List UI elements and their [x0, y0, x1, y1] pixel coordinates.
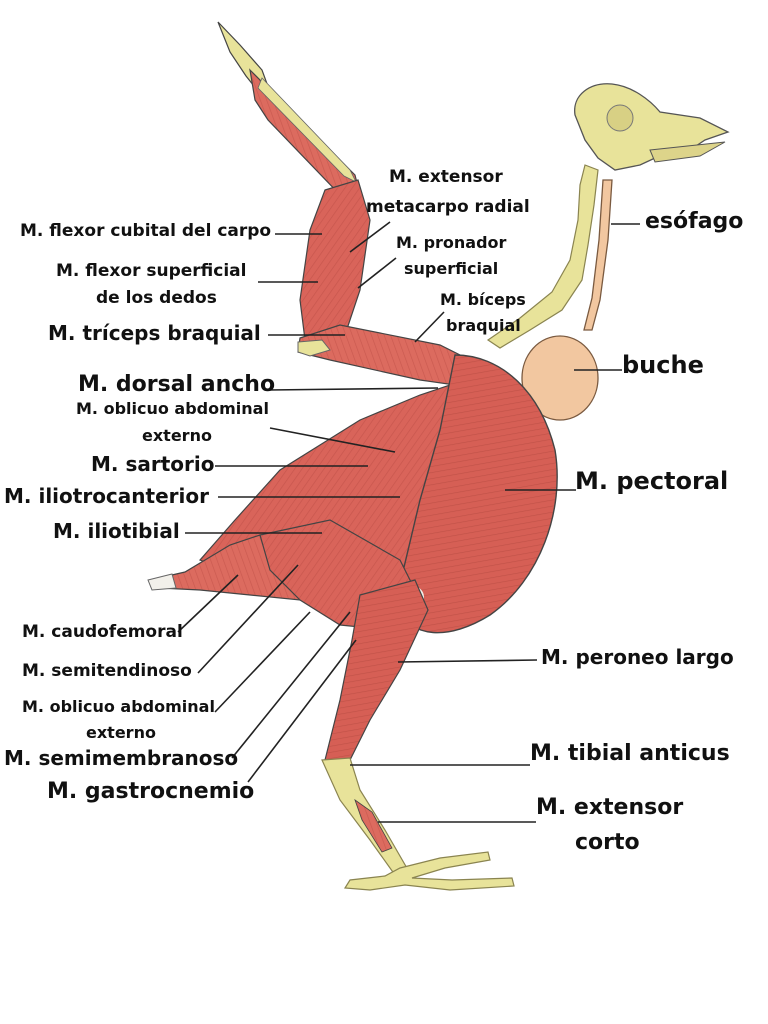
- label-iliotibial: M. iliotibial: [53, 519, 180, 543]
- toes: [343, 851, 515, 891]
- crop: [521, 335, 599, 421]
- label-extensor-corto-1: M. extensor: [536, 795, 684, 820]
- humerus-muscles: [297, 324, 471, 386]
- neck-vertebrae: [486, 164, 599, 349]
- label-semimembranoso: M. semimembranoso: [4, 746, 239, 770]
- humerus-bone: [297, 339, 331, 357]
- label-pronador-1: M. pronador: [396, 233, 507, 252]
- forearm-bone: [257, 77, 357, 183]
- label-oblicuo-externo-1: M. oblicuo abdominal: [76, 399, 269, 418]
- label-pectoral: M. pectoral: [575, 467, 729, 495]
- skull: [574, 83, 730, 171]
- label-flexor-superficial-1: M. flexor superficial: [56, 261, 247, 281]
- label-biceps-1: M. bíceps: [440, 290, 526, 309]
- tarsus-muscle: [354, 798, 393, 853]
- label-biceps-2: braquial: [446, 316, 521, 335]
- label-oblicuo-2-1: M. oblicuo abdominal: [22, 697, 215, 716]
- label-esofago: esófago: [645, 209, 744, 234]
- label-flexor-cubital: M. flexor cubital del carpo: [20, 221, 272, 241]
- label-extensor-metacarpo-1: M. extensor: [389, 167, 503, 187]
- label-oblicuo-2-2: externo: [86, 723, 156, 742]
- label-triceps: M. tríceps braquial: [48, 321, 261, 345]
- label-extensor-metacarpo-2: metacarpo radial: [366, 197, 530, 217]
- label-dorsal-ancho: M. dorsal ancho: [78, 372, 276, 397]
- label-gastrocnemio: M. gastrocnemio: [47, 779, 255, 804]
- label-iliotrocanterior: M. iliotrocanterior: [4, 484, 209, 508]
- tail-tip: [147, 573, 177, 591]
- label-tibial-anticus: M. tibial anticus: [530, 741, 730, 766]
- lower-leg-muscles: [324, 579, 429, 761]
- label-caudofemoral: M. caudofemoral: [22, 622, 183, 642]
- label-buche: buche: [622, 351, 704, 379]
- eye-socket: [606, 104, 634, 132]
- label-pronador-2: superficial: [404, 259, 499, 278]
- label-oblicuo-externo-2: externo: [142, 426, 212, 445]
- label-extensor-corto-2: corto: [575, 830, 640, 855]
- leader-lines: [177, 221, 640, 823]
- label-flexor-superficial-2: de los dedos: [96, 288, 217, 308]
- esophagus-tube: [583, 179, 613, 331]
- upper-arm-muscles: [299, 179, 371, 341]
- label-peroneo-largo: M. peroneo largo: [541, 645, 734, 669]
- beak-lower: [649, 141, 726, 163]
- label-semitendinoso: M. semitendinoso: [22, 661, 192, 681]
- label-sartorio: M. sartorio: [91, 452, 215, 476]
